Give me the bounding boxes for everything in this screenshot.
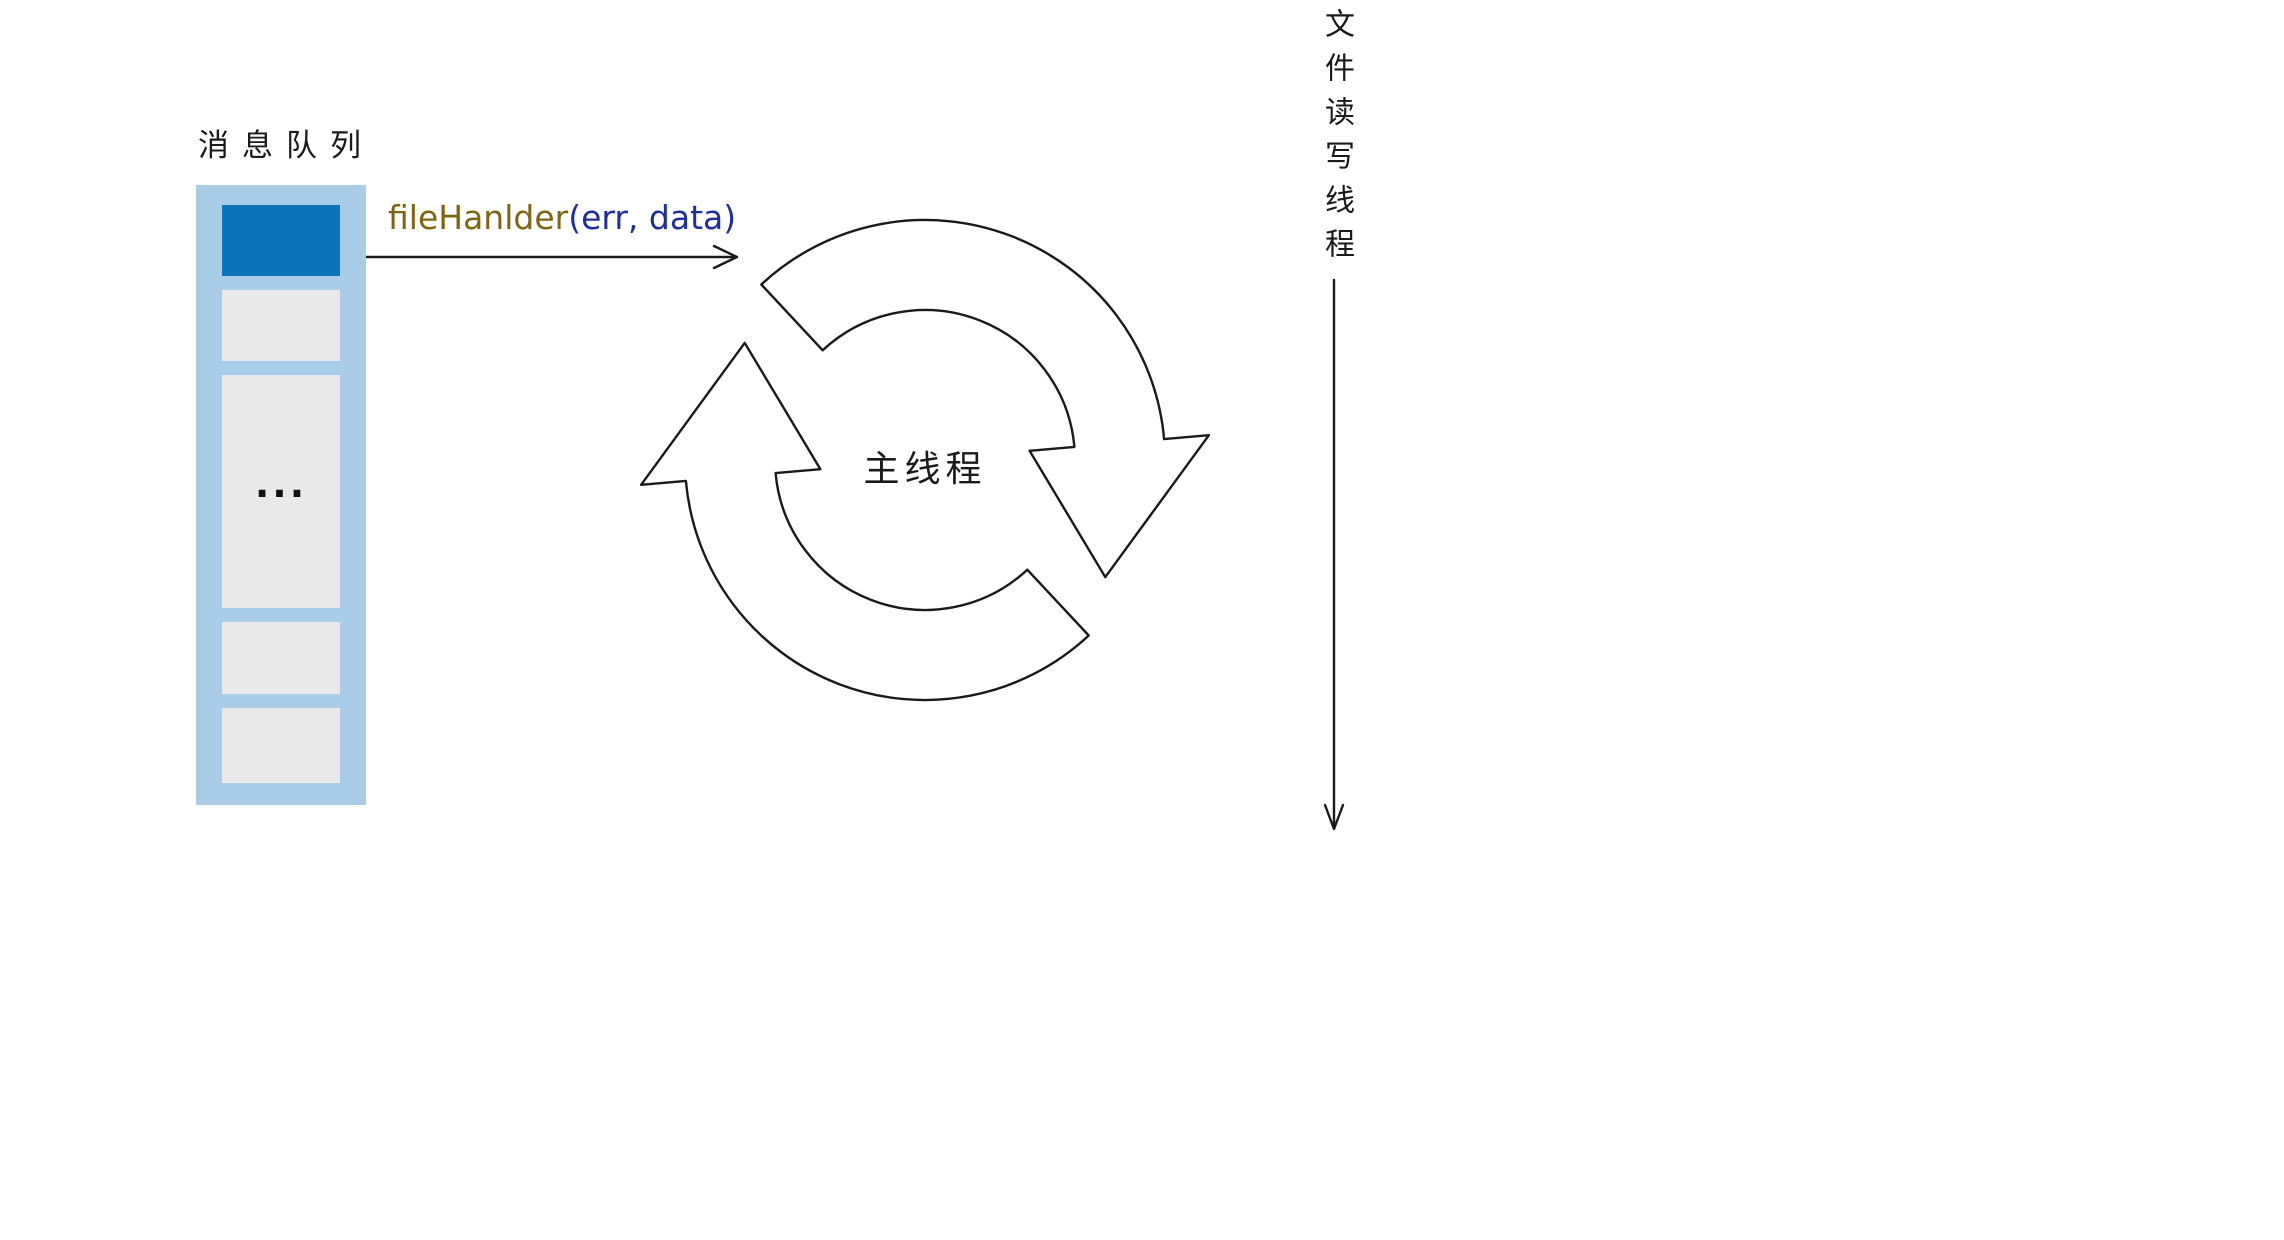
message-item [222, 290, 340, 361]
message-item [222, 622, 340, 694]
cycle-arrow-bottom [639, 341, 1090, 702]
cycle-arrow-top [760, 218, 1211, 579]
file-thread-arrow [1323, 278, 1345, 831]
message-item-ellipsis: ... [222, 375, 340, 608]
message-queue: ... [196, 185, 366, 805]
callback-arrow [360, 244, 739, 270]
event-loop-cycle-icon [639, 218, 1211, 702]
message-item-active [222, 205, 340, 276]
ellipsis-text: ... [254, 461, 308, 506]
file-thread-label: 文件读写线程 [1319, 8, 1354, 272]
queue-title: 消息队列 [198, 128, 374, 164]
callback-args-text: (err, data) [568, 198, 737, 237]
callback-label: fileHanlder(err, data) [388, 198, 736, 237]
message-item [222, 708, 340, 783]
main-thread-label: 主线程 [863, 449, 987, 490]
callback-name-text: fileHanlder [388, 198, 569, 237]
